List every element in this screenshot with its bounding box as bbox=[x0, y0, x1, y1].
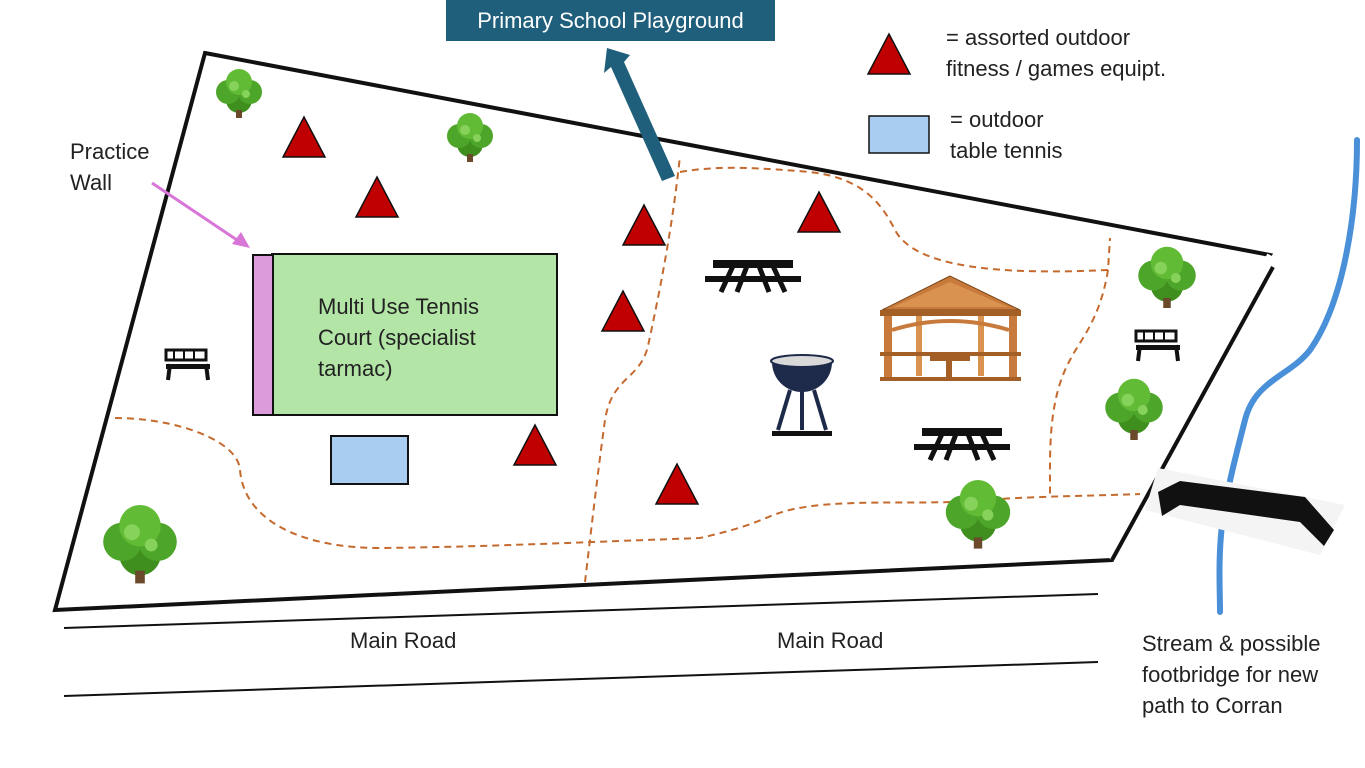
main-road-edge-top bbox=[63, 593, 1099, 629]
park-boundary-east-edge bbox=[1110, 266, 1275, 561]
main-road-edge-bottom bbox=[63, 661, 1099, 697]
legend-fitness-equipment-icon bbox=[867, 33, 911, 75]
primary-school-playground-banner: Primary School Playground bbox=[446, 0, 775, 41]
legend-fitness-text: = assorted outdoor fitness / games equip… bbox=[946, 25, 1167, 81]
footbridge-icon bbox=[1145, 468, 1345, 555]
main-road-label-left: Main Road bbox=[350, 628, 457, 653]
stream-label: Stream & possible footbridge for new pat… bbox=[1142, 631, 1321, 718]
stream bbox=[1216, 137, 1360, 615]
legend-table-tennis-text: = outdoor table tennis bbox=[950, 107, 1063, 163]
practice-wall bbox=[252, 254, 274, 416]
bbq-grill-icon bbox=[770, 354, 834, 436]
gazebo-icon bbox=[880, 275, 1021, 381]
tennis-court-label: Multi Use Tennis Court (specialist tarma… bbox=[318, 294, 479, 381]
tennis-court bbox=[271, 253, 558, 416]
main-road-label-right: Main Road bbox=[777, 628, 884, 653]
practice-wall-arrow bbox=[151, 181, 250, 248]
legend-table-tennis-icon bbox=[868, 115, 930, 154]
table-tennis-icon bbox=[330, 435, 409, 485]
practice-wall-label: Practice Wall bbox=[70, 139, 150, 195]
playground-arrow bbox=[604, 48, 675, 181]
